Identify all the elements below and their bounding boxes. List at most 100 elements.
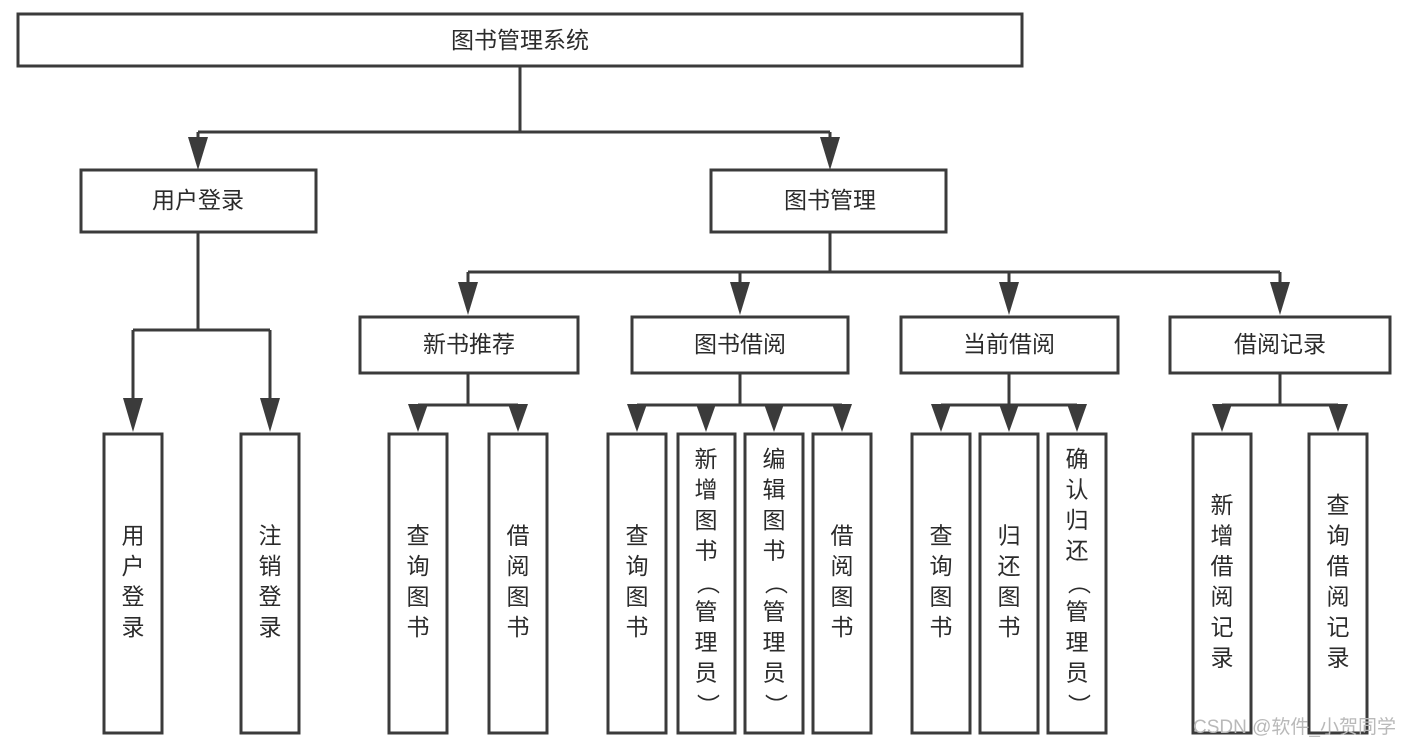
arrow-head-to-book-mgmt <box>820 137 840 170</box>
vertical-label-char: 注 <box>259 522 282 548</box>
vertical-label-char: 图 <box>626 583 649 609</box>
arrow-head-to-current-borrow <box>999 282 1019 315</box>
vertical-label-char: 员 <box>1066 660 1089 686</box>
vertical-label-char: 认 <box>1066 477 1089 503</box>
vertical-label-char: 录 <box>259 614 282 640</box>
node-box-current-borrow[interactable] <box>899 315 1120 375</box>
connector-group-book-borrow <box>627 373 852 432</box>
node-label-new-book-recommend: 新书推荐 <box>423 331 515 357</box>
node-label-root: 图书管理系统 <box>451 27 589 53</box>
vertical-label-char: 新 <box>1211 492 1234 518</box>
node-box-new-book-recommend[interactable] <box>358 315 580 375</box>
vertical-label-char: 确 <box>1066 446 1089 472</box>
node-box-book-borrow[interactable] <box>630 315 850 375</box>
vertical-label-char: 查 <box>626 522 649 548</box>
vertical-label-char: 阅 <box>507 553 530 579</box>
arrow-head-to-user-login <box>188 137 208 170</box>
vertical-label-char: 查 <box>1327 492 1350 518</box>
vertical-label-char: 还 <box>998 553 1021 579</box>
leaf-box-borrow-book-borrow[interactable] <box>811 432 873 735</box>
arrow-head-leaf-add-record <box>1212 404 1232 432</box>
leaf-box-edit-book[interactable] <box>743 432 805 735</box>
vertical-label-char: 询 <box>407 553 430 579</box>
connector-group-book-mgmt <box>458 232 1290 315</box>
node-label-user-login: 用户登录 <box>152 187 244 213</box>
vertical-label-char: ） <box>1066 694 1092 717</box>
leaf-box-add-borrow-record[interactable] <box>1191 432 1253 735</box>
vertical-label-char: 阅 <box>831 553 854 579</box>
connector-group-current-borrow <box>931 373 1087 432</box>
leaf-box-add-book[interactable] <box>676 432 737 735</box>
node-box-root[interactable] <box>16 12 1024 68</box>
vertical-label-char: 归 <box>1066 507 1089 533</box>
vertical-label-char: 图 <box>998 583 1021 609</box>
vertical-label-char: 阅 <box>1211 583 1234 609</box>
vertical-label-char: （ <box>763 572 789 595</box>
leaf-box-logout[interactable] <box>239 432 301 735</box>
arrow-head-to-borrow-record <box>1270 282 1290 315</box>
leaf-box-query-book-rec[interactable] <box>387 432 449 735</box>
vertical-label-char: （ <box>695 572 721 595</box>
node-box-book-management[interactable] <box>709 168 948 234</box>
leaf-box-confirm-return[interactable] <box>1046 432 1108 735</box>
vertical-label-char: 图 <box>763 507 786 533</box>
vertical-label-char: 图 <box>831 583 854 609</box>
csdn-watermark: CSDN @软件_小贺同学 <box>1193 716 1396 738</box>
leaf-box-borrow-book-rec[interactable] <box>487 432 549 735</box>
leaf-node-user-login[interactable]: 用户登录 <box>102 432 164 735</box>
leaf-box-query-book-current[interactable] <box>910 432 972 735</box>
vertical-label-char: 销 <box>259 553 282 579</box>
vertical-label-char: 记 <box>1327 614 1350 640</box>
node-root-system[interactable]: 图书管理系统 <box>16 12 1024 68</box>
node-book-management[interactable]: 图书管理 <box>709 168 948 234</box>
leaf-box-query-borrow-record[interactable] <box>1307 432 1369 735</box>
node-label-borrow-record: 借阅记录 <box>1234 331 1326 357</box>
leaf-box-query-book-borrow[interactable] <box>606 432 668 735</box>
vertical-label-char: 新 <box>695 446 718 472</box>
node-book-borrow[interactable]: 图书借阅 <box>630 315 850 375</box>
vertical-label-char: 书 <box>507 614 530 640</box>
arrow-head-leaf-user-login <box>123 398 143 432</box>
leaf-box-user-login[interactable] <box>102 432 164 735</box>
vertical-label-char: 书 <box>831 614 854 640</box>
leaf-box-return-book[interactable] <box>978 432 1040 735</box>
node-box-borrow-record[interactable] <box>1168 315 1392 375</box>
vertical-label-char: 编 <box>763 446 786 472</box>
node-user-login[interactable]: 用户登录 <box>79 168 318 234</box>
node-current-borrow[interactable]: 当前借阅 <box>899 315 1120 375</box>
node-new-book-recommend[interactable]: 新书推荐 <box>358 315 580 375</box>
connector-group-root <box>188 66 840 170</box>
arrow-head-leaf-confirm-return <box>1067 404 1087 432</box>
vertical-label-char: 图 <box>695 507 718 533</box>
node-borrow-record[interactable]: 借阅记录 <box>1168 315 1392 375</box>
node-label-current-borrow: 当前借阅 <box>963 331 1055 357</box>
vertical-label-char: 询 <box>930 553 953 579</box>
vertical-label-char: ） <box>695 694 721 717</box>
arrow-head-leaf-query-book-1 <box>408 404 428 432</box>
vertical-label-char: 书 <box>930 614 953 640</box>
node-box-user-login[interactable] <box>79 168 318 234</box>
vertical-label-char: 登 <box>259 583 282 609</box>
arrow-head-leaf-logout <box>260 398 280 432</box>
